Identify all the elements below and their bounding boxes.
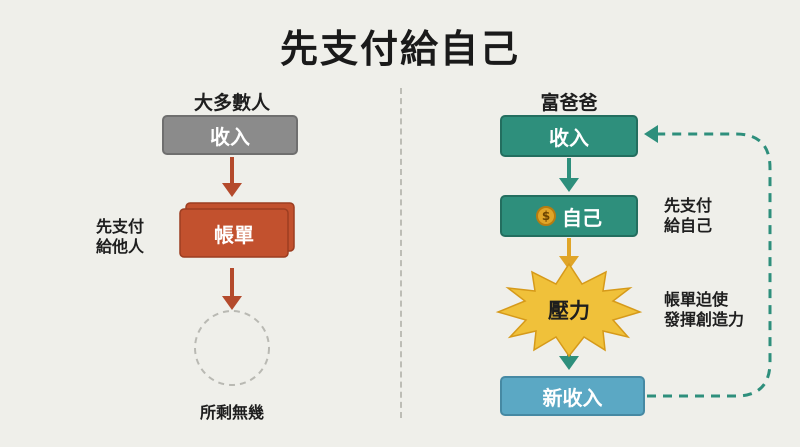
left-note: 先支付 給他人 [96, 217, 144, 257]
right-income-box: 收入 [500, 115, 638, 157]
pressure-note-line2: 發揮創造力 [664, 310, 745, 329]
center-divider [400, 88, 402, 418]
self-label: 自己 [562, 205, 602, 230]
pressure-burst [495, 262, 643, 358]
bills-stack [179, 202, 295, 258]
right-heading: 富爸爸 [540, 92, 598, 114]
pressure-note-line1: 帳單迫使 [664, 290, 729, 309]
left-income-box: 收入 [162, 115, 298, 155]
left-heading: 大多數人 [193, 92, 270, 114]
self-box: $ 自己 [500, 195, 638, 237]
page-title: 先支付給自己 [279, 27, 520, 71]
pressure-label-box: 壓力 [529, 292, 609, 328]
self-note-line2: 給自己 [664, 216, 713, 235]
left-income-label: 收入 [210, 124, 250, 149]
pressure-label: 壓力 [548, 299, 590, 323]
pressure-note: 帳單迫使 發揮創造力 [664, 290, 744, 330]
bills-label: 帳單 [214, 222, 254, 247]
bills-box: 帳單 [180, 209, 288, 257]
left-result: 所剩無幾 [199, 403, 264, 422]
new-income-label: 新收入 [542, 385, 603, 410]
left-note-line2: 給他人 [96, 237, 145, 256]
self-note: 先支付 給自己 [664, 196, 712, 236]
self-note-line1: 先支付 [664, 196, 713, 215]
right-arrow-1 [559, 158, 579, 192]
right-income-label: 收入 [549, 125, 589, 150]
empty-circle [194, 310, 270, 386]
left-note-line1: 先支付 [96, 217, 145, 236]
left-arrow-2 [222, 268, 242, 310]
feedback-loop [644, 125, 772, 398]
dollar-coin-icon: $ [536, 206, 556, 226]
left-arrow-1 [222, 157, 242, 197]
new-income-box: 新收入 [500, 376, 645, 416]
